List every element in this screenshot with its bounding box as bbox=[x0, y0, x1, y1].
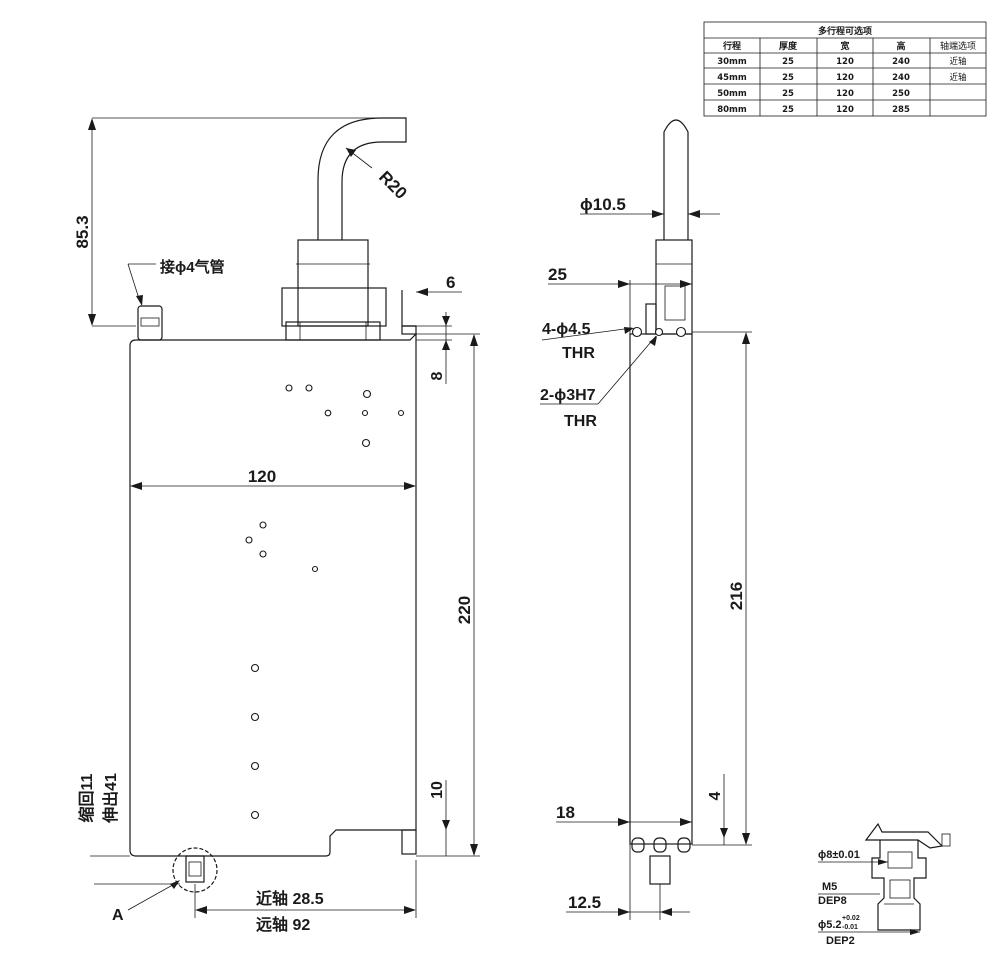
m5-label: M5 bbox=[822, 881, 837, 893]
air-fitting-icon bbox=[137, 305, 163, 341]
mount-hole bbox=[361, 409, 369, 417]
table-cell: 25 bbox=[782, 73, 794, 83]
mount-hole bbox=[361, 438, 371, 448]
spec-table-title: 多行程可选项 bbox=[818, 25, 872, 37]
dim-6: 6 bbox=[446, 273, 455, 292]
far-axis-label: 远轴 92 bbox=[256, 915, 310, 934]
spec-table: 多行程可选项 行程 厚度 宽 高 轴端选项 30mm 25 120 240 近轴… bbox=[703, 21, 987, 117]
dim-85-3: 85.3 bbox=[73, 215, 92, 248]
d52-tol-down: -0.01 bbox=[842, 924, 858, 931]
dim-8: 8 bbox=[429, 371, 446, 380]
table-cell: 近轴 bbox=[949, 56, 966, 67]
table-cell: 240 bbox=[892, 73, 910, 83]
table-cell: 120 bbox=[836, 105, 854, 115]
detail-mark-a: A bbox=[112, 907, 124, 924]
dim-4: 4 bbox=[707, 791, 724, 800]
table-cell: 120 bbox=[836, 57, 854, 67]
table-cell: 120 bbox=[836, 73, 854, 83]
table-cell: 285 bbox=[892, 105, 910, 115]
dim-220: 220 bbox=[455, 596, 474, 624]
table-cell: 45mm bbox=[717, 73, 747, 83]
table-header: 厚度 bbox=[779, 40, 798, 52]
side-bottom-hole bbox=[653, 837, 667, 853]
dim-shaft-diameter: ϕ10.5 bbox=[580, 195, 626, 214]
side-cable bbox=[663, 119, 689, 240]
table-cell: 120 bbox=[836, 89, 854, 99]
dim-12-5: 12.5 bbox=[568, 893, 601, 912]
side-hole bbox=[654, 327, 664, 337]
hole-2-sub: THR bbox=[564, 413, 597, 430]
detail-view: ϕ8±0.01 M5 DEP8 ϕ5.2 +0.02 -0.01 DEP2 bbox=[818, 822, 951, 947]
mount-hole bbox=[250, 810, 260, 820]
table-cell: 近轴 bbox=[949, 72, 966, 83]
dep8-label: DEP8 bbox=[818, 895, 847, 907]
front-view: 85.3 R20 接ϕ4气管 6 8 120 220 bbox=[73, 117, 480, 934]
table-cell: 30mm bbox=[717, 57, 747, 67]
dim-10: 10 bbox=[429, 781, 446, 799]
side-connector-block bbox=[655, 239, 693, 335]
hole-4-sub: THR bbox=[562, 345, 595, 362]
d8-label: ϕ8±0.01 bbox=[818, 849, 860, 861]
side-body-outline bbox=[629, 333, 693, 845]
table-cell: 240 bbox=[892, 57, 910, 67]
mount-hole bbox=[259, 521, 267, 529]
cylinder-body-outline bbox=[129, 332, 417, 857]
mount-hole bbox=[397, 409, 405, 417]
top-right-lug bbox=[401, 325, 417, 335]
retract-label: 缩回11 bbox=[77, 773, 96, 822]
dim-r20: R20 bbox=[375, 167, 410, 202]
side-view: ϕ10.5 25 4-ϕ4.5 THR 2-ϕ3H7 THR 216 4 bbox=[540, 119, 752, 920]
mount-hole bbox=[324, 409, 332, 417]
mount-hole bbox=[305, 384, 313, 392]
mount-hole bbox=[311, 565, 319, 573]
mount-hole bbox=[250, 712, 260, 722]
detail-a-callout bbox=[172, 847, 218, 893]
hole-2-label: 2-ϕ3H7 bbox=[540, 387, 596, 404]
connector-flange bbox=[281, 287, 387, 327]
mount-hole bbox=[245, 536, 253, 544]
side-bottom-hole bbox=[677, 837, 691, 853]
side-air-fitting-icon bbox=[645, 303, 657, 335]
mount-hole bbox=[259, 550, 267, 558]
near-axis-label: 近轴 28.5 bbox=[256, 889, 324, 908]
dim-120: 120 bbox=[248, 467, 276, 486]
table-cell: 50mm bbox=[717, 89, 747, 99]
connector-base bbox=[285, 321, 381, 341]
top-right-notch bbox=[401, 290, 416, 327]
detail-rod-section bbox=[871, 840, 927, 931]
air-port-label: 接ϕ4气管 bbox=[160, 258, 225, 276]
table-header: 行程 bbox=[722, 40, 741, 52]
piston-rod-end bbox=[185, 855, 205, 883]
dim-25: 25 bbox=[548, 265, 567, 284]
table-cell: 250 bbox=[892, 89, 910, 99]
table-header: 轴端选项 bbox=[940, 40, 976, 52]
connector-housing bbox=[297, 239, 369, 327]
side-hole bbox=[675, 326, 687, 338]
side-bottom-hole bbox=[631, 837, 645, 853]
dep2-label: DEP2 bbox=[826, 935, 855, 947]
mount-hole bbox=[250, 663, 260, 673]
table-cell: 25 bbox=[782, 105, 794, 115]
table-cell: 80mm bbox=[717, 105, 747, 115]
d52-label: ϕ5.2 bbox=[818, 919, 842, 931]
mount-hole bbox=[285, 384, 293, 392]
table-header: 高 bbox=[896, 40, 905, 52]
table-cell: 25 bbox=[782, 89, 794, 99]
bottom-right-lug bbox=[401, 829, 417, 855]
dim-18: 18 bbox=[556, 803, 575, 822]
side-hole bbox=[631, 326, 643, 338]
table-cell: 25 bbox=[782, 57, 794, 67]
mount-hole bbox=[250, 761, 260, 771]
extend-label: 伸出41 bbox=[101, 773, 120, 824]
table-header: 宽 bbox=[839, 40, 849, 52]
side-piston-rod bbox=[649, 855, 671, 885]
hole-4-label: 4-ϕ4.5 bbox=[542, 321, 591, 338]
dim-216: 216 bbox=[727, 582, 746, 610]
mount-hole bbox=[362, 389, 372, 399]
d52-tol-up: +0.02 bbox=[842, 915, 860, 922]
detail-hook bbox=[864, 822, 944, 849]
